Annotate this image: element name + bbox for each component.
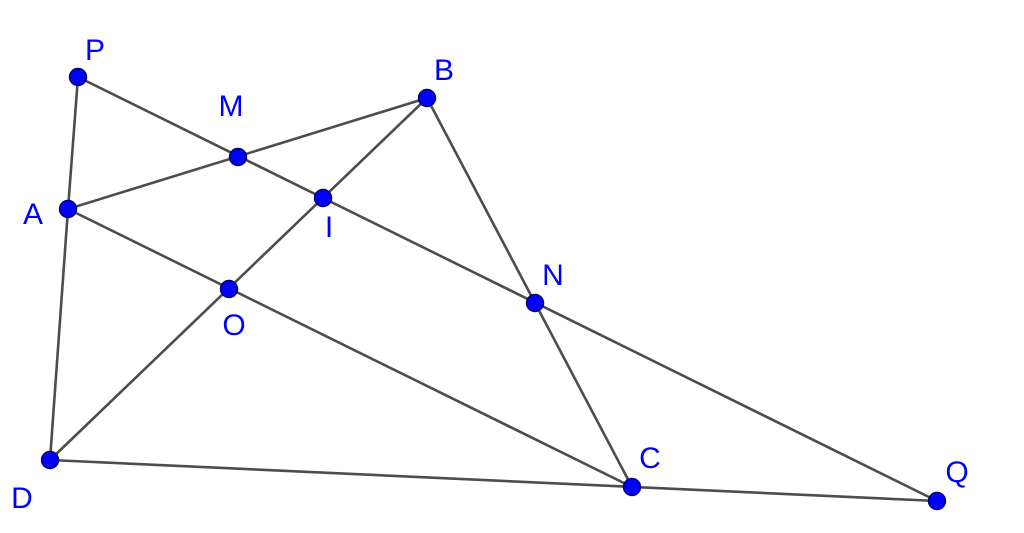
labels-layer: P B M A I N O D C Q [11,34,969,515]
segment-pa [66,75,80,211]
point-label-i: I [325,211,333,244]
point-label-q: Q [945,456,968,489]
point-n[interactable] [525,293,545,313]
segment-dq [48,458,939,503]
points-layer [40,67,947,511]
segment-bc [425,96,634,489]
segment-ad [48,207,70,462]
point-m[interactable] [228,147,248,167]
point-d[interactable] [40,450,60,470]
point-label-b: B [434,54,454,87]
point-label-c: C [639,442,661,475]
segment-ac [66,207,634,489]
point-a[interactable] [58,199,78,219]
point-o[interactable] [219,279,239,299]
segment-bd [48,96,429,462]
point-p[interactable] [68,67,88,87]
point-label-d: D [11,482,33,515]
point-c[interactable] [622,477,642,497]
point-label-p: P [85,34,105,67]
point-label-o: O [222,309,245,342]
point-label-m: M [219,90,244,123]
point-label-n: N [542,259,564,292]
point-i[interactable] [313,188,333,208]
point-b[interactable] [417,88,437,108]
point-q[interactable] [927,491,947,511]
segment-ab [66,96,429,211]
segments-layer [48,75,939,503]
segment-pq [76,75,939,503]
point-label-a: A [23,198,43,231]
